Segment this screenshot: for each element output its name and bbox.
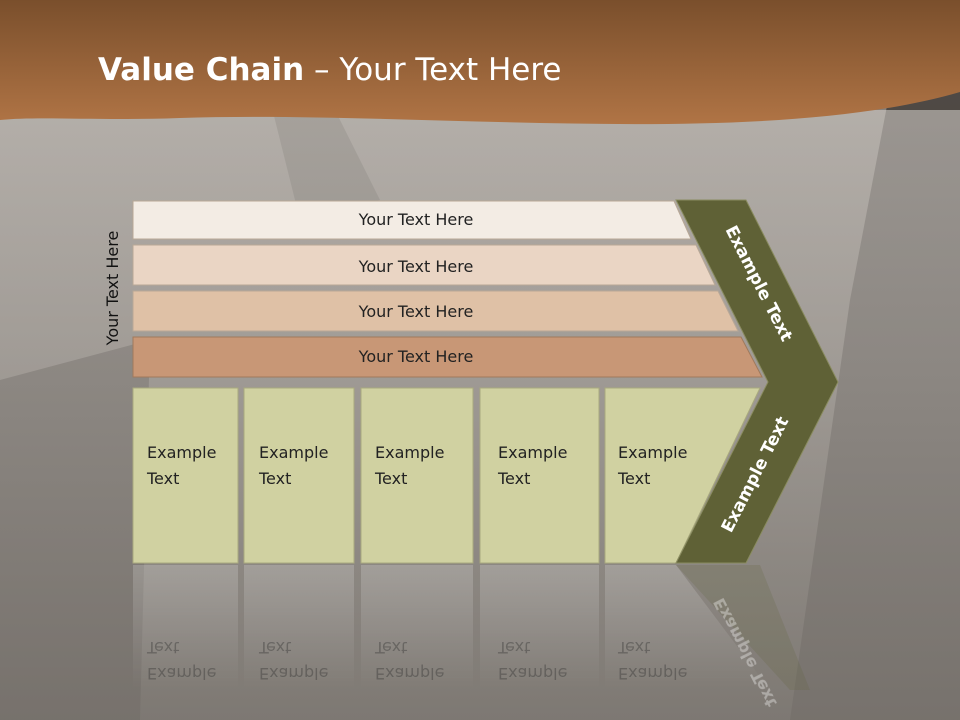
column-box-1 [132, 387, 239, 564]
reflection-col-4-line1: Example [498, 664, 567, 683]
slide-title: Value Chain – Your Text Here [98, 52, 561, 88]
row-label-1: Your Text Here [358, 210, 474, 229]
row-bar-3 [132, 290, 739, 332]
column-2-line2: Text [258, 469, 291, 488]
row-bar-4 [132, 336, 763, 378]
column-4-line2: Text [497, 469, 530, 488]
reflection-col-5-line1: Example [618, 664, 687, 683]
column-3-line1: Example [375, 443, 444, 462]
column-box-4 [479, 387, 600, 564]
reflection [133, 565, 810, 690]
reflection-col-1-line1: Example [147, 664, 216, 683]
reflection-col-3-line1: Example [375, 664, 444, 683]
rows-group: Your Text Here Your Text Here Your Text … [132, 200, 763, 378]
reflection-col-5-line2: Text [617, 638, 650, 657]
column-5-line2: Text [617, 469, 650, 488]
row-label-4: Your Text Here [358, 347, 474, 366]
column-4-line1: Example [498, 443, 567, 462]
reflection-col-3-line2: Text [374, 638, 407, 657]
columns-group: Example Text Example Text Example Text E… [132, 387, 761, 564]
column-2-line1: Example [259, 443, 328, 462]
reflection-col-1-line2: Text [146, 638, 179, 657]
title-rest: – Your Text Here [304, 52, 562, 88]
reflection-col-2-line2: Text [258, 638, 291, 657]
column-3-line2: Text [374, 469, 407, 488]
column-box-3 [360, 387, 474, 564]
column-5-line1: Example [618, 443, 687, 462]
reflection-col-2-line1: Example [259, 664, 328, 683]
title-bold: Value Chain [98, 52, 305, 88]
reflection-col-4-line2: Text [497, 638, 530, 657]
chevron-shape [675, 199, 839, 564]
row-label-3: Your Text Here [358, 302, 474, 321]
row-label-2: Your Text Here [358, 257, 474, 276]
column-box-2 [243, 387, 355, 564]
row-bar-1 [132, 200, 692, 240]
column-1-line2: Text [146, 469, 179, 488]
column-1-line1: Example [147, 443, 216, 462]
row-bar-2 [132, 244, 716, 286]
